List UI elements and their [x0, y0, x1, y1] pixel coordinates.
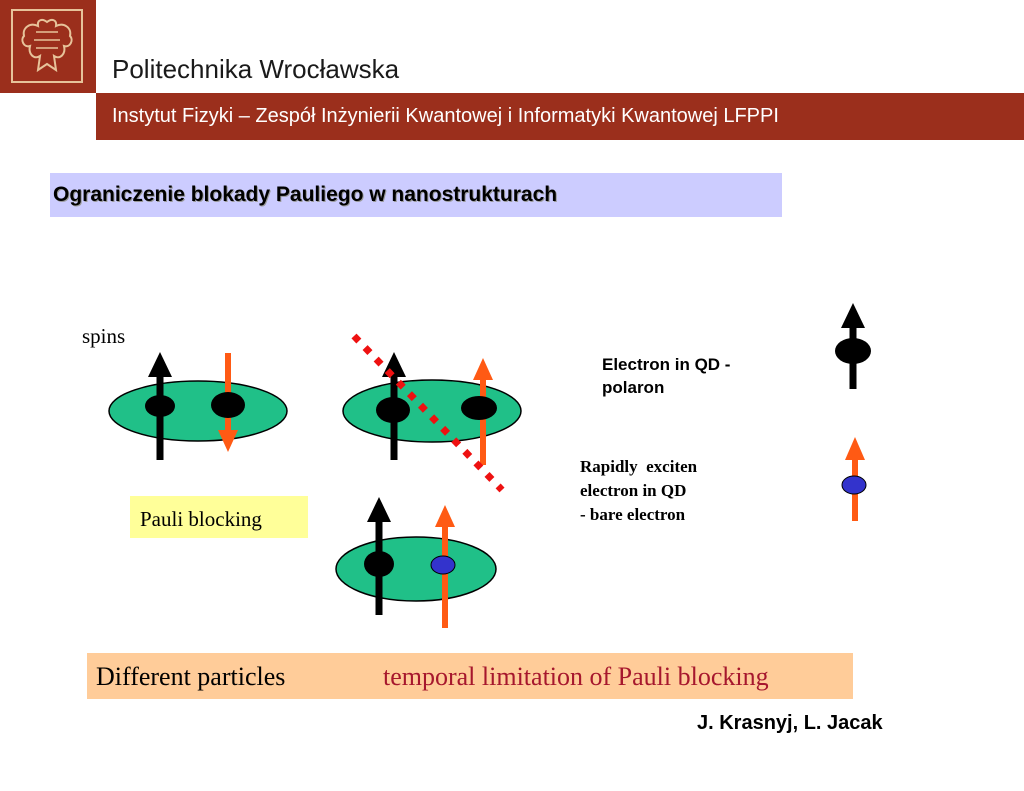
- eagle-logo-icon: [11, 9, 83, 83]
- quantum-dot: [335, 536, 497, 602]
- authors: J. Krasnyj, L. Jacak: [697, 712, 883, 734]
- different-particles-panel: [335, 497, 497, 628]
- slide-title: Ograniczenie blokady Pauliego w nanostru…: [53, 183, 558, 206]
- polaron-dot: [376, 397, 410, 423]
- quantum-dot: [342, 379, 522, 443]
- polaron-dot: [211, 392, 245, 418]
- legend-bare-text: Rapidly exciten electron in QD - bare el…: [580, 455, 697, 527]
- conclusion-left: Different particles: [96, 662, 286, 691]
- bare-electron-dot: [430, 555, 456, 575]
- forbidden-dotted-line: [351, 333, 505, 493]
- pauli-pair-panel: [108, 352, 288, 460]
- spin-up-arrowhead: [367, 497, 391, 522]
- spin-up-arrowhead: [473, 358, 493, 380]
- spin-up-arrowhead: [435, 505, 455, 527]
- pauli-blocking-label: Pauli blocking: [140, 507, 262, 531]
- legend-polaron-symbol: [835, 303, 871, 389]
- university-name: Politechnika Wrocławska: [112, 54, 400, 84]
- spin-down-arrowhead: [218, 430, 238, 452]
- spins-label: spins: [82, 324, 126, 348]
- legend-polaron-line: polaron: [602, 378, 665, 397]
- legend-polaron-text: Electron in QD - polaron: [602, 353, 730, 399]
- slide-title-box: Ograniczenie blokady Pauliego w nanostru…: [50, 173, 782, 217]
- institute-name: Instytut Fizyki – Zespół Inżynierii Kwan…: [112, 105, 779, 127]
- polaron-dot: [364, 551, 394, 577]
- forbidden-panel: [342, 333, 522, 493]
- polaron-dot: [145, 395, 175, 417]
- legend-polaron-line: Electron in QD -: [602, 355, 731, 374]
- legend-bare-line: electron in QD: [580, 481, 687, 500]
- conclusion-right: temporal limitation of Pauli blocking: [383, 662, 769, 691]
- spin-up-arrowhead: [148, 352, 172, 377]
- legend-bare-electron-symbol: [841, 437, 867, 521]
- legend-bare-line: - bare electron: [580, 505, 686, 524]
- quantum-dot: [108, 380, 288, 442]
- legend-bare-line: Rapidly exciten: [580, 457, 698, 476]
- university-logo: [0, 0, 96, 93]
- institute-banner: Instytut Fizyki – Zespół Inżynierii Kwan…: [96, 93, 1024, 140]
- polaron-dot: [461, 396, 497, 420]
- conclusion-box: Different particles temporal limitation …: [87, 653, 853, 699]
- pauli-blocking-box: Pauli blocking: [130, 496, 308, 538]
